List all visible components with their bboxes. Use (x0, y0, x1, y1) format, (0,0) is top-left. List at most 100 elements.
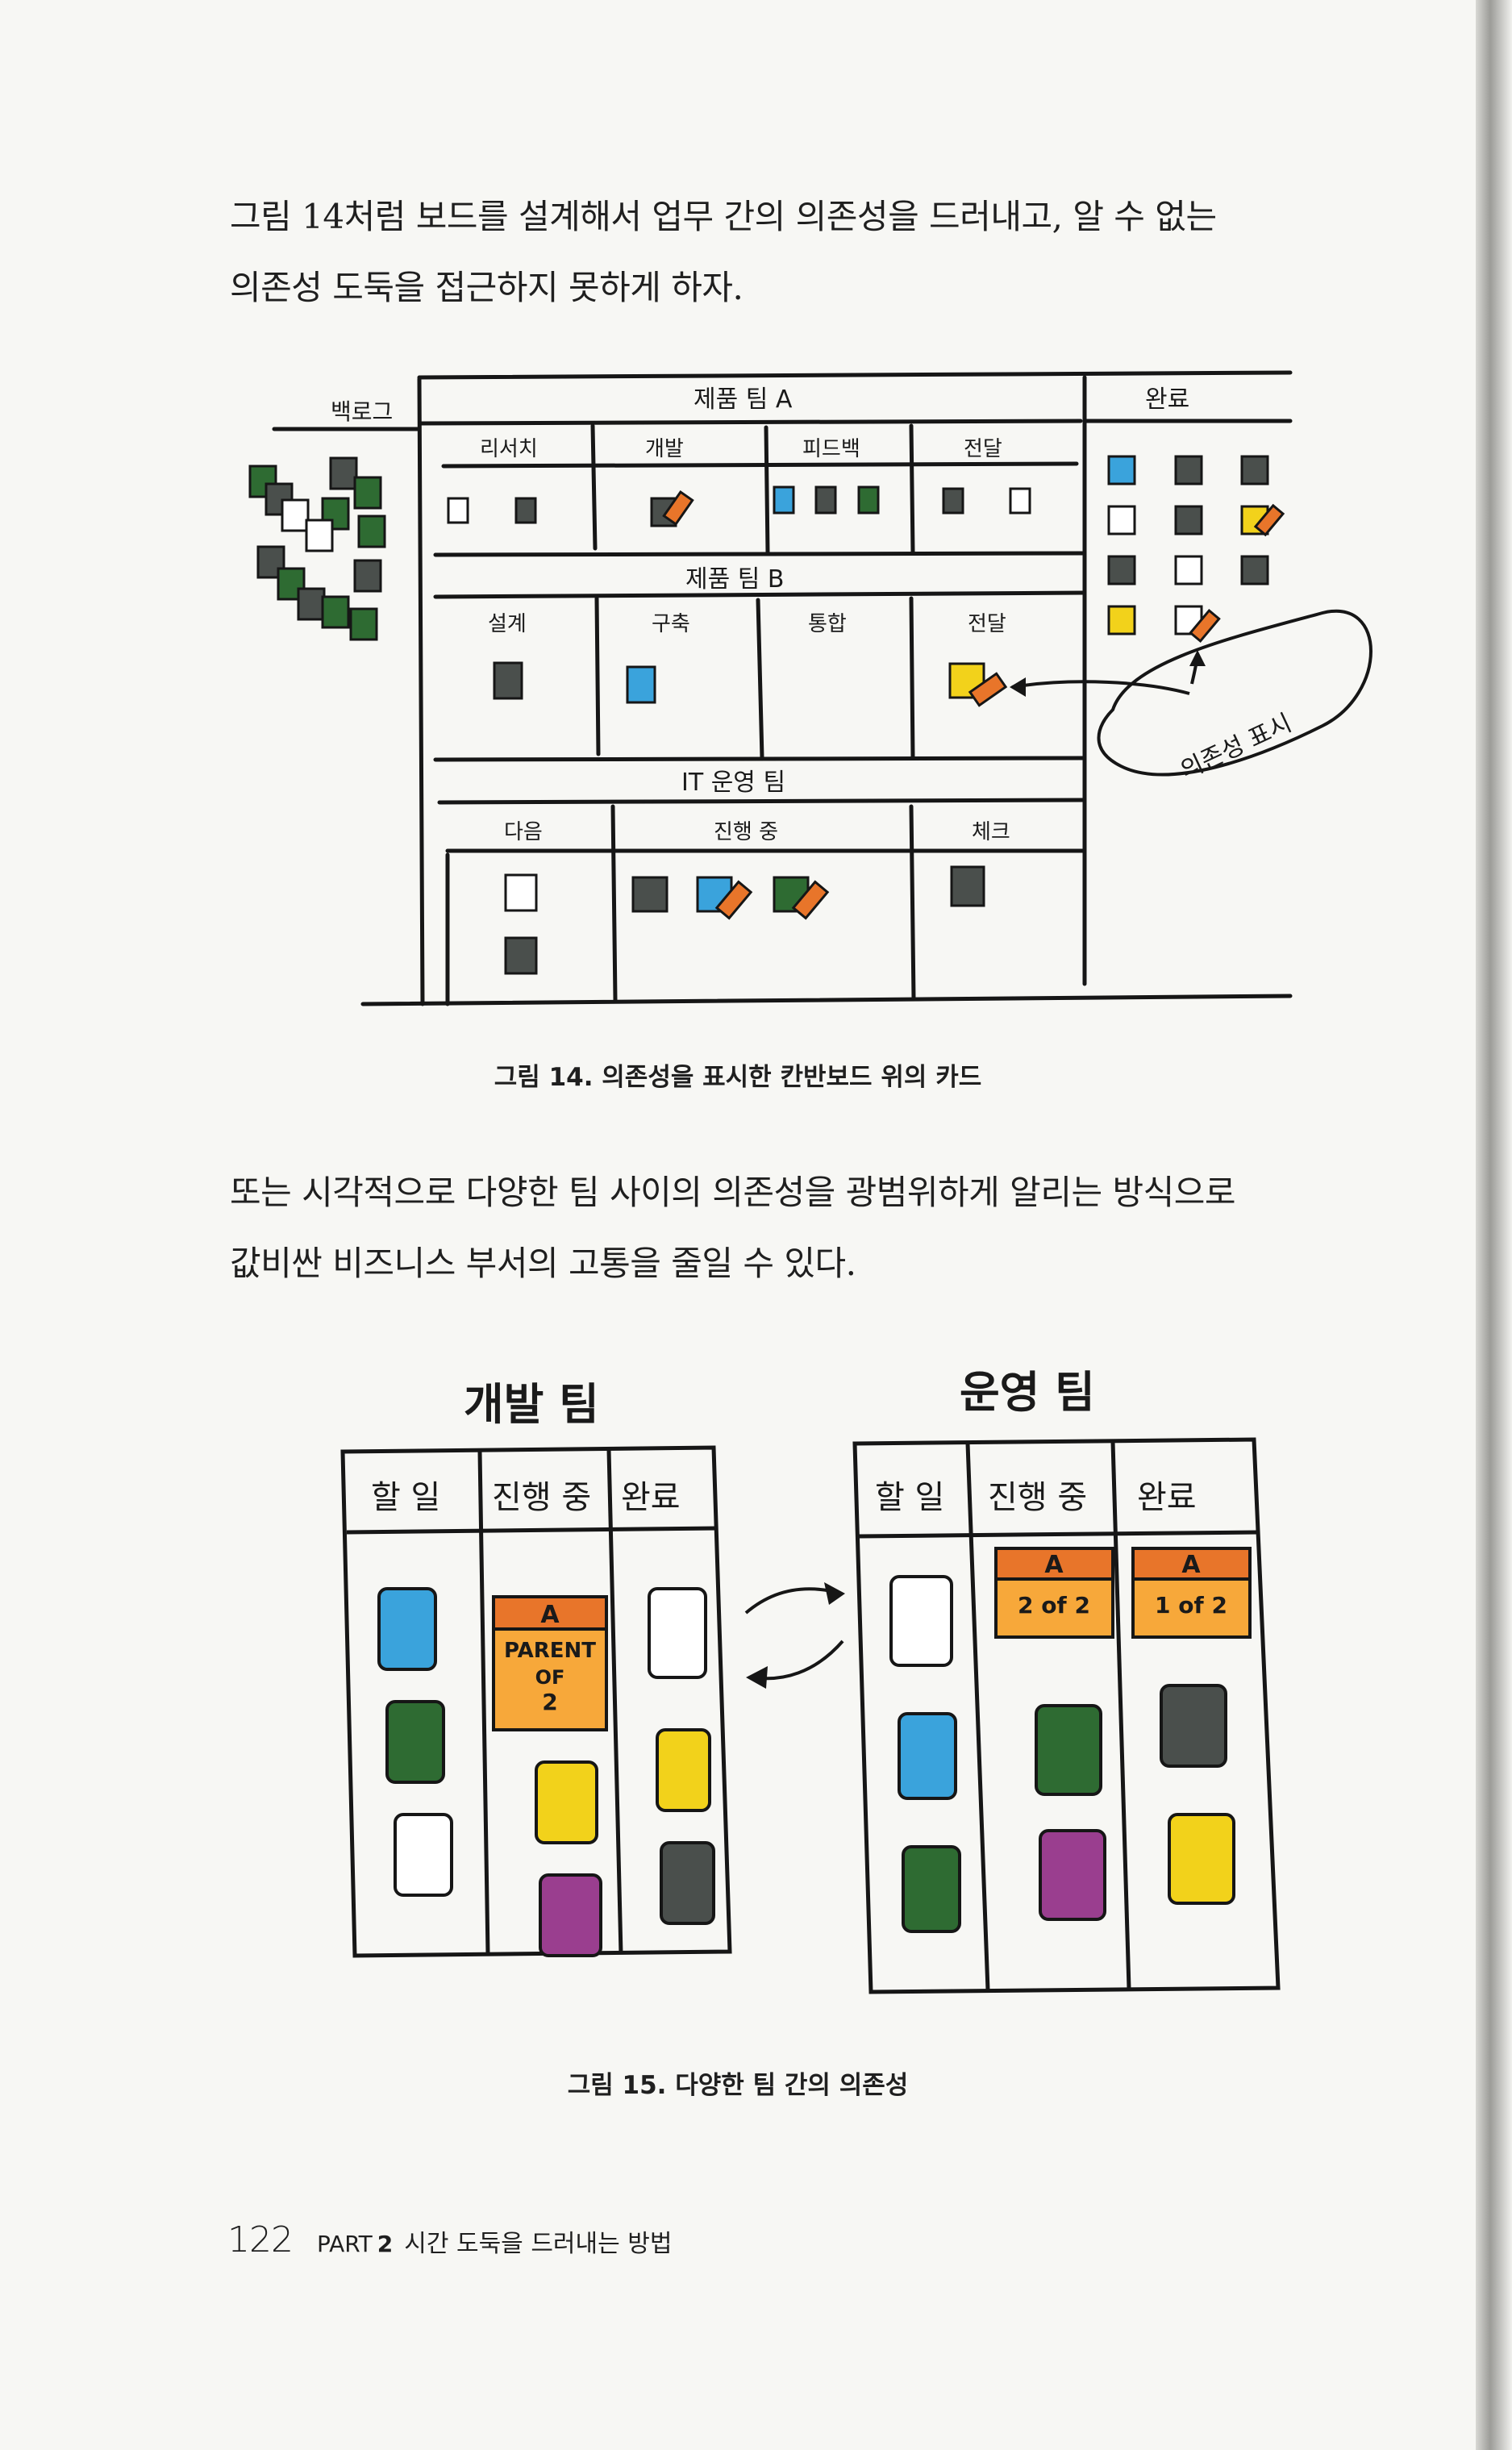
card (626, 665, 656, 704)
card (539, 1873, 602, 1957)
backlog-card (357, 515, 386, 548)
card (1174, 455, 1203, 485)
paragraph-2: 또는 시각적으로 다양한 팀 사이의 의존성을 광범위하게 알리는 방식으로 값… (230, 1157, 1391, 1299)
child-card-tag: A (1181, 1551, 1201, 1579)
card (1174, 555, 1203, 585)
dependency-flag (1253, 503, 1285, 537)
arrowhead-icon (1189, 650, 1206, 666)
dependency-arrow (753, 1640, 844, 1681)
team-a-title: 제품 팀 A (694, 385, 793, 414)
backlog-card (277, 567, 306, 601)
done-cards (1107, 455, 1285, 644)
card (514, 497, 537, 524)
card (447, 497, 469, 524)
child-card-text: 2 of 2 (1018, 1592, 1090, 1619)
card (1107, 505, 1136, 535)
dependency-flag (714, 880, 753, 920)
ops-team-title: 운영 팀 (960, 1367, 1095, 1418)
backlog-card (349, 607, 378, 641)
page-edge (1476, 0, 1512, 2450)
card (857, 485, 880, 515)
paragraph-1-line-2: 의존성 도둑을 접근하지 못하게 하자. (230, 268, 744, 307)
backlog-card (297, 587, 326, 621)
team-b-col-deliver: 전달 (968, 612, 1006, 636)
card (773, 485, 795, 515)
card (1039, 1829, 1106, 1921)
paragraph-1: 그림 14처럼 보드를 설계해서 업무 간의 의존성을 드러내고, 알 수 없는… (230, 181, 1391, 323)
card (504, 873, 538, 912)
child-card: A 1 of 2 (1131, 1547, 1252, 1639)
figure-15-team-boards: 개발 팀 할 일 진행 중 완료 A PARENT OF 2 운영 팀 할 일 … (340, 1367, 1281, 1994)
card (394, 1813, 453, 1897)
card (1107, 455, 1136, 485)
team-a-col-dev: 개발 (645, 437, 684, 461)
child-card-tag: A (1044, 1551, 1064, 1579)
book-page (0, 0, 1476, 2450)
parent-card-line-2: OF (535, 1666, 565, 1689)
card (1168, 1813, 1235, 1905)
figure-15-caption: 그림 15. 다양한 팀 간의 의존성 (567, 2071, 909, 2100)
team-b-title: 제품 팀 B (685, 565, 784, 594)
backlog-card (329, 456, 358, 490)
backlog-label: 백로그 (331, 398, 393, 425)
parent-card-line-1: PARENT (504, 1639, 596, 1663)
card (656, 1728, 711, 1812)
backlog-card (353, 476, 382, 510)
card (1107, 605, 1136, 635)
child-card-text: 1 of 2 (1155, 1592, 1227, 1619)
it-ops-col-next: 다음 (504, 820, 543, 844)
it-ops-col-in-progress: 진행 중 (714, 820, 778, 844)
card (902, 1845, 961, 1933)
paragraph-2-line-2: 값비싼 비즈니스 부서의 고통을 줄일 수 있다. (230, 1244, 856, 1283)
parent-card: A PARENT OF 2 (492, 1595, 608, 1731)
card (942, 487, 964, 515)
ops-col-in-progress: 진행 중 (988, 1479, 1087, 1516)
card (648, 1587, 707, 1679)
ops-col-done: 완료 (1137, 1479, 1197, 1516)
figure-14-caption: 그림 14. 의존성을 표시한 칸반보드 위의 카드 (494, 1063, 982, 1092)
it-ops-title: IT 운영 팀 (681, 769, 785, 797)
team-b-col-integrate: 통합 (808, 612, 847, 636)
dev-col-done: 완료 (621, 1479, 681, 1516)
card (1174, 505, 1203, 535)
done-label: 완료 (1145, 385, 1189, 414)
it-ops-col-check: 체크 (972, 820, 1010, 844)
backlog-card (321, 595, 350, 629)
card (1160, 1684, 1227, 1768)
figure-14-kanban-board: 백로그 제품 팀 A 완료 리서치 개발 피드백 전달 제품 팀 B 설계 구축… (248, 370, 1372, 1006)
card (631, 876, 669, 913)
backlog-card (353, 559, 382, 593)
team-a-col-feedback: 피드백 (802, 437, 860, 461)
dependency-arrow (744, 1587, 839, 1615)
dependency-flag (1189, 608, 1221, 644)
card (1240, 455, 1269, 485)
parent-card-tag: A (540, 1601, 560, 1629)
card (1009, 487, 1031, 515)
dependency-arrow (1011, 680, 1190, 695)
dependency-callout (1097, 609, 1372, 777)
card (535, 1760, 598, 1844)
card (950, 865, 985, 907)
team-a-col-deliver: 전달 (964, 437, 1002, 461)
part-number: 2 (377, 2231, 394, 2257)
part-label-text: PART (316, 2231, 373, 2257)
paragraph-2-line-1: 또는 시각적으로 다양한 팀 사이의 의존성을 광범위하게 알리는 방식으로 (230, 1173, 1236, 1212)
card (1107, 555, 1136, 585)
dependency-flag (968, 672, 1008, 707)
card (1240, 555, 1269, 585)
backlog-card (281, 498, 310, 532)
ops-col-todo: 할 일 (875, 1479, 944, 1516)
team-b-col-design: 설계 (488, 612, 527, 636)
backlog-cards (248, 456, 386, 641)
dev-team-title: 개발 팀 (464, 1379, 599, 1430)
card (493, 661, 523, 700)
dev-col-in-progress: 진행 중 (492, 1479, 591, 1516)
page-number: 122 (227, 2219, 294, 2260)
child-card: A 2 of 2 (994, 1547, 1114, 1639)
dev-col-todo: 할 일 (371, 1479, 440, 1516)
card (504, 936, 538, 975)
arrowhead-icon (746, 1666, 768, 1689)
ops-team-board (852, 1437, 1281, 1994)
